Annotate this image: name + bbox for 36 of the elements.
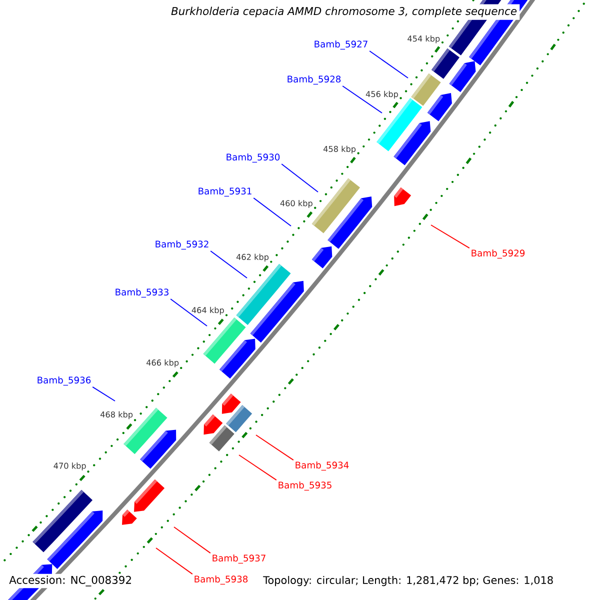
title: Burkholderia cepacia AMMD chromosome 3, complete sequence [168,4,520,20]
gene-label: Bamb_5931 [198,187,252,197]
tick-label: 460 kbp [280,200,312,208]
leader-line [156,548,193,575]
leader-line [281,163,318,192]
leader-line [238,454,277,481]
gene-label: Bamb_5932 [156,240,208,250]
leader-line [92,386,116,402]
gene-label: Bamb_5936 [38,376,91,386]
leader-line [430,224,470,249]
gene-label: Bamb_5927 [314,40,368,50]
tick-label: 458 kbp [324,146,356,154]
gene-label: Bamb_5929 [472,249,525,259]
leader-line [253,197,292,226]
tick-label: 468 kbp [100,411,133,420]
tick-label: 462 kbp [236,254,269,262]
tick-label: 456 kbp [366,90,398,99]
gene-label: Bamb_5934 [296,461,349,471]
tick-label: 470 kbp [54,462,86,470]
tick-label: 464 kbp [192,306,224,315]
leader-line [369,50,408,78]
gene-label: Bamb_5937 [212,554,266,564]
gene-label: Bamb_5935 [278,481,332,491]
gene-label: Bamb_5928 [288,75,341,85]
leader-line [170,298,208,326]
tick-label: 466 kbp [146,359,179,368]
leader-line [342,85,382,114]
gene-label: Bamb_5938 [194,575,248,585]
leader-line [210,250,248,278]
leader-line [174,526,211,554]
tick-label: 454 kbp [408,35,440,44]
summary-text: Topology: circular; Length: 1,281,472 bp; Genes: 1,018 [261,574,556,588]
leader-line [256,434,294,461]
gene-label: Bamb_5930 [226,153,280,163]
gene-label: Bamb_5933 [116,288,168,298]
accession-text: Accession: NC_008392 [7,574,134,588]
